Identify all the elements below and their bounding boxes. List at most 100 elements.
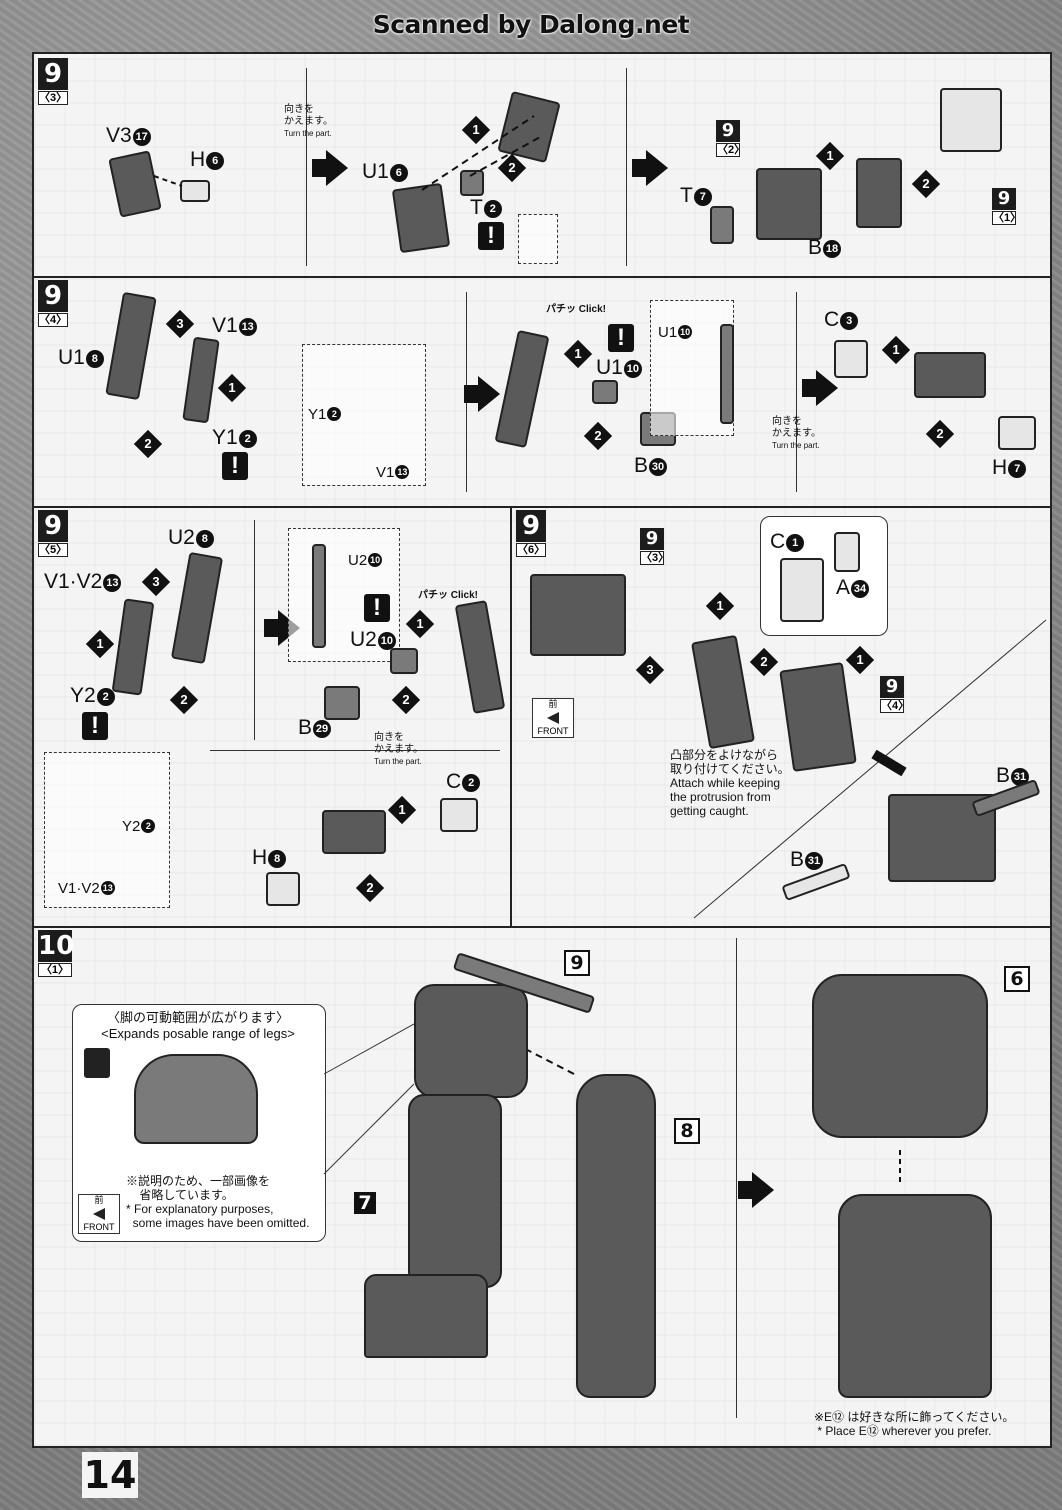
part-shape — [834, 340, 868, 378]
step-9-5-badge: 9〈5〉 — [38, 510, 68, 557]
order-marker: 2 — [169, 685, 199, 715]
divider-step-9-5-6 — [510, 506, 512, 926]
flow-arrow — [632, 150, 668, 186]
caution-icon: ! — [222, 452, 248, 480]
order-marker: 3 — [165, 309, 195, 339]
assembly-number: 9 — [564, 950, 590, 976]
order-marker: 2 — [749, 647, 779, 677]
part-shape — [408, 1094, 502, 1288]
part-shape — [460, 170, 484, 196]
step-9-6-badge: 9〈6〉 — [516, 510, 546, 557]
part-shape — [414, 984, 528, 1098]
scan-watermark: Scanned by Dalong.net — [372, 10, 690, 39]
detail-box — [302, 344, 426, 486]
caution-icon: ! — [364, 594, 390, 622]
part-shape — [312, 544, 326, 648]
part-shape — [780, 558, 824, 622]
order-marker: 1 — [85, 629, 115, 659]
order-marker: 2 — [583, 421, 613, 451]
part-shape — [324, 686, 360, 720]
ref-badge: 9〈2〉 — [716, 120, 746, 157]
part-shape — [322, 810, 386, 854]
step-10-1-badge: 10〈1〉 — [38, 930, 75, 977]
order-marker: 1 — [563, 339, 593, 369]
divider-row-3 — [34, 926, 1050, 928]
sub-divider — [306, 68, 307, 266]
click-note: パチッ Click! — [546, 304, 607, 315]
order-marker: 2 — [391, 685, 421, 715]
order-marker: 1 — [881, 335, 911, 365]
sub-divider — [210, 750, 500, 751]
step-9-4-badge: 9〈4〉 — [38, 280, 68, 327]
order-marker: 1 — [845, 645, 875, 675]
part-shape — [710, 206, 734, 244]
order-marker: 1 — [815, 141, 845, 171]
part-shape — [914, 352, 986, 398]
page-number: 14 — [82, 1452, 138, 1498]
part-shape — [998, 416, 1036, 450]
order-marker: 1 — [217, 373, 247, 403]
ref-badge: 9〈4〉 — [880, 676, 910, 713]
part-shape — [134, 1054, 258, 1144]
caution-icon: ! — [608, 324, 634, 352]
flow-arrow — [802, 370, 838, 406]
decal-note: ※E⑫ は好きな所に飾ってください。 * Place E⑫ wherever y… — [814, 1410, 1015, 1438]
omit-note: ※説明のため、一部画像を 省略しています。* For explanatory p… — [126, 1174, 310, 1230]
part-shape — [266, 872, 300, 906]
part-shape — [812, 974, 988, 1138]
flow-arrow — [464, 376, 500, 412]
part-shape — [391, 182, 451, 254]
turn-note: 向きをかえます。Turn the part. — [284, 104, 333, 138]
part-shape — [390, 648, 418, 674]
order-marker: 1 — [405, 609, 435, 639]
part-shape — [856, 158, 902, 228]
part-shape — [440, 798, 478, 832]
assembly-number: 7 — [354, 1192, 376, 1214]
caution-icon: ! — [478, 222, 504, 250]
assembly-number: 6 — [1004, 966, 1030, 992]
ref-badge: 9〈3〉 — [640, 528, 670, 565]
range-icon — [84, 1048, 110, 1078]
order-marker: 3 — [141, 567, 171, 597]
part-shape — [838, 1194, 992, 1398]
click-note: パチッ Click! — [418, 590, 479, 601]
callout-leader — [323, 1013, 901, 1186]
part-shape — [940, 88, 1002, 152]
callout-title: 〈脚の可動範囲が広がります〉<Expands posable range of … — [101, 1010, 295, 1041]
divider-row-1 — [34, 276, 1050, 278]
sub-divider — [736, 938, 737, 1418]
order-marker: 2 — [911, 169, 941, 199]
part-shape — [834, 532, 860, 572]
divider-row-2 — [34, 506, 1050, 508]
order-marker: 1 — [461, 115, 491, 145]
order-marker: 1 — [705, 591, 735, 621]
turn-note: 向きをかえます。Turn the part. — [374, 732, 423, 766]
part-shape — [180, 180, 210, 202]
order-marker: 2 — [133, 429, 163, 459]
part-shape — [756, 168, 822, 240]
assembly-number: 8 — [674, 1118, 700, 1144]
